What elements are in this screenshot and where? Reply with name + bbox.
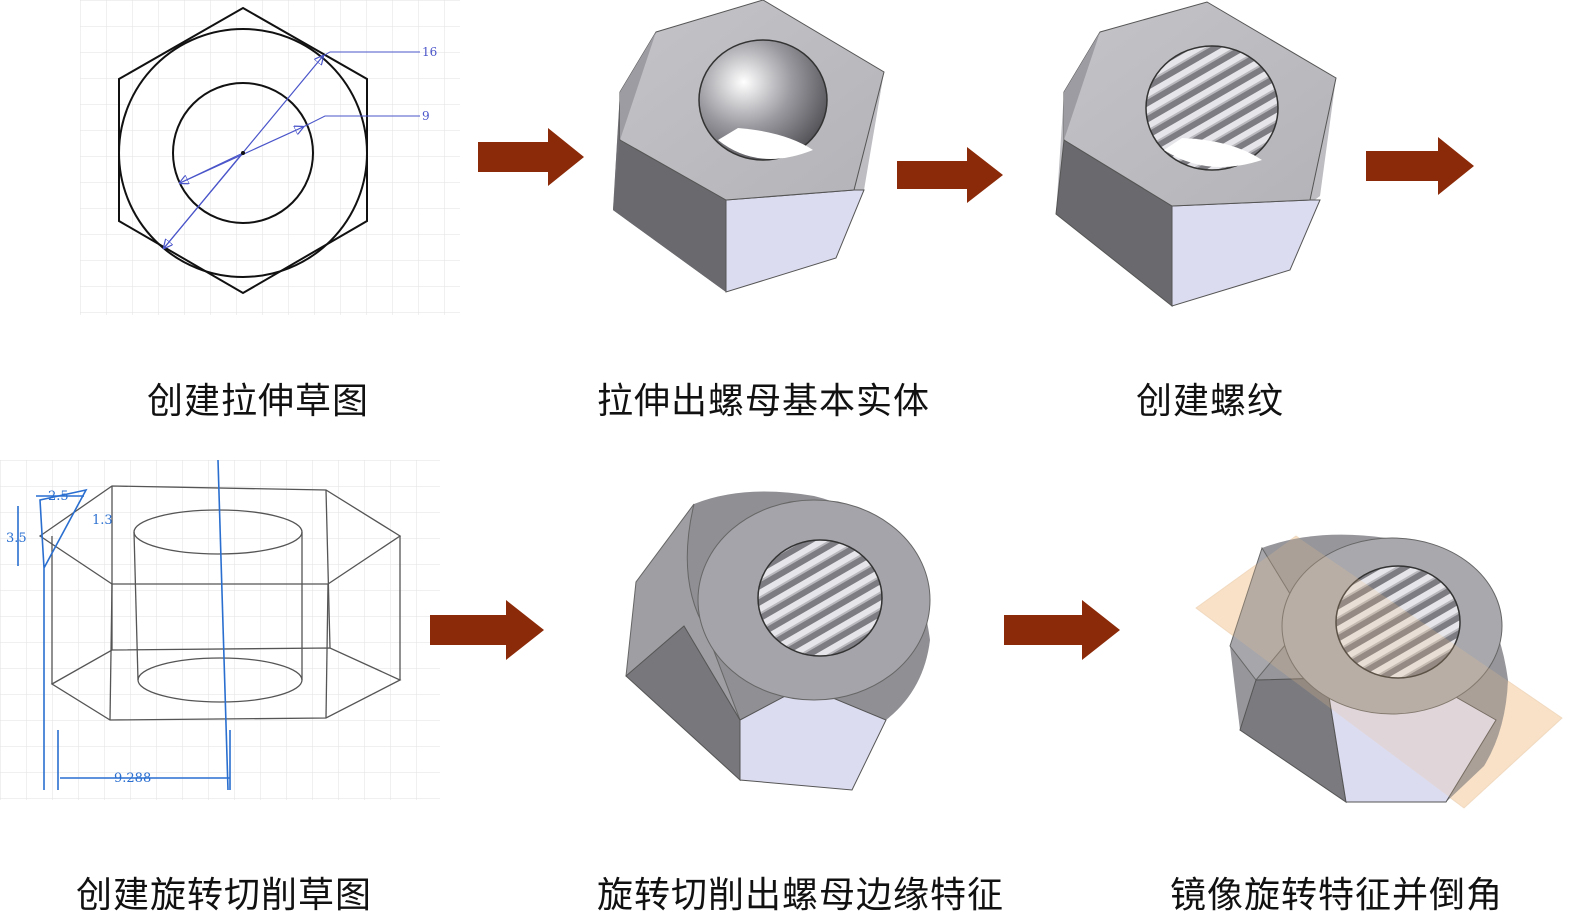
step1-sketch-panel: 16 9: [80, 0, 460, 315]
flow-arrow-icon: [430, 600, 544, 660]
step1-caption: 创建拉伸草图: [147, 381, 370, 422]
step4-caption: 创建旋转切削草图: [76, 875, 373, 916]
flow-arrow-icon: [897, 147, 1003, 203]
flow-arrow-icon: [478, 128, 584, 186]
dim-profile-distance: 9.288: [114, 771, 151, 786]
step6-caption: 镜像旋转特征并倒角: [1170, 875, 1504, 916]
hex-sketch-drawing: 16 9: [80, 0, 460, 315]
finished-nut-drawing: [1195, 534, 1563, 809]
dim-chamfer-offset: 1.3: [92, 513, 113, 528]
threaded-nut-drawing: [1055, 1, 1337, 308]
step2-extruded-nut: [608, 0, 898, 300]
step3-threaded-nut: [1052, 0, 1342, 310]
extruded-nut-drawing: [613, 0, 885, 293]
step2-caption: 拉伸出螺母基本实体: [597, 381, 931, 422]
step5-chamfered-nut: [624, 490, 936, 791]
chamfered-nut-drawing: [625, 491, 931, 791]
flow-arrow-icon: [1366, 137, 1474, 195]
revolve-sketch-drawing: 2.5 1.3 3.5 9.288: [0, 459, 440, 800]
flow-arrow-icon: [1004, 600, 1120, 660]
dim-outer-diameter: 16: [422, 45, 437, 59]
step6-finished-nut: [1195, 530, 1563, 810]
dim-chamfer-height: 3.5: [6, 531, 27, 546]
dim-chamfer-width: 2.5: [48, 489, 69, 504]
step3-caption: 创建螺纹: [1136, 381, 1285, 422]
dim-inner-diameter: 9: [422, 109, 430, 123]
step5-caption: 旋转切削出螺母边缘特征: [597, 875, 1005, 916]
step4-revolve-sketch-panel: 2.5 1.3 3.5 9.288: [0, 459, 440, 800]
